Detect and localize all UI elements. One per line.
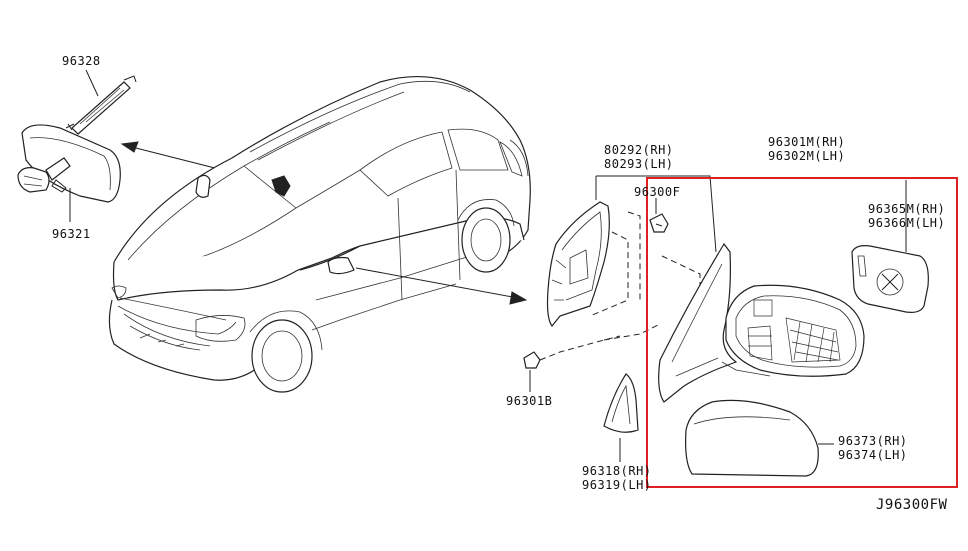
arrow-door-mirror [355, 267, 528, 305]
callout-96365M: 96365M(RH) [868, 202, 946, 216]
mirror-glass [851, 245, 929, 313]
dashed-guides [539, 211, 701, 361]
diagram-code: J96300FW [876, 497, 948, 513]
leader-96301M [596, 175, 717, 253]
callout-96374: 96374(LH) [838, 448, 908, 462]
corner-finisher [603, 373, 639, 433]
callout-96319: 96319(LH) [582, 478, 652, 492]
clip-96301B [523, 351, 541, 369]
callout-96300F: 96300F [634, 185, 681, 199]
leader-96328 [85, 69, 99, 97]
callout-96321: 96321 [52, 227, 91, 241]
callout-96373: 96373(RH) [838, 434, 908, 448]
callout-96301B: 96301B [506, 394, 553, 408]
callout-80293: 80293(LH) [604, 157, 674, 171]
mirror-harness [65, 75, 137, 135]
callout-80292: 80292(RH) [604, 143, 674, 157]
rear-view-mirror [17, 124, 121, 203]
highlight-box [646, 177, 958, 488]
vehicle-body [108, 75, 531, 393]
callout-96328: 96328 [62, 54, 101, 68]
screw-96300F [649, 213, 669, 233]
door-mirror-assembly [658, 242, 865, 403]
callout-96366M: 96366M(LH) [868, 216, 946, 230]
callout-96318: 96318(RH) [582, 464, 652, 478]
callout-96302M: 96302M(LH) [768, 149, 846, 163]
inner-cover [546, 201, 610, 327]
callout-96301M: 96301M(RH) [768, 135, 846, 149]
mirror-cap [685, 399, 819, 477]
